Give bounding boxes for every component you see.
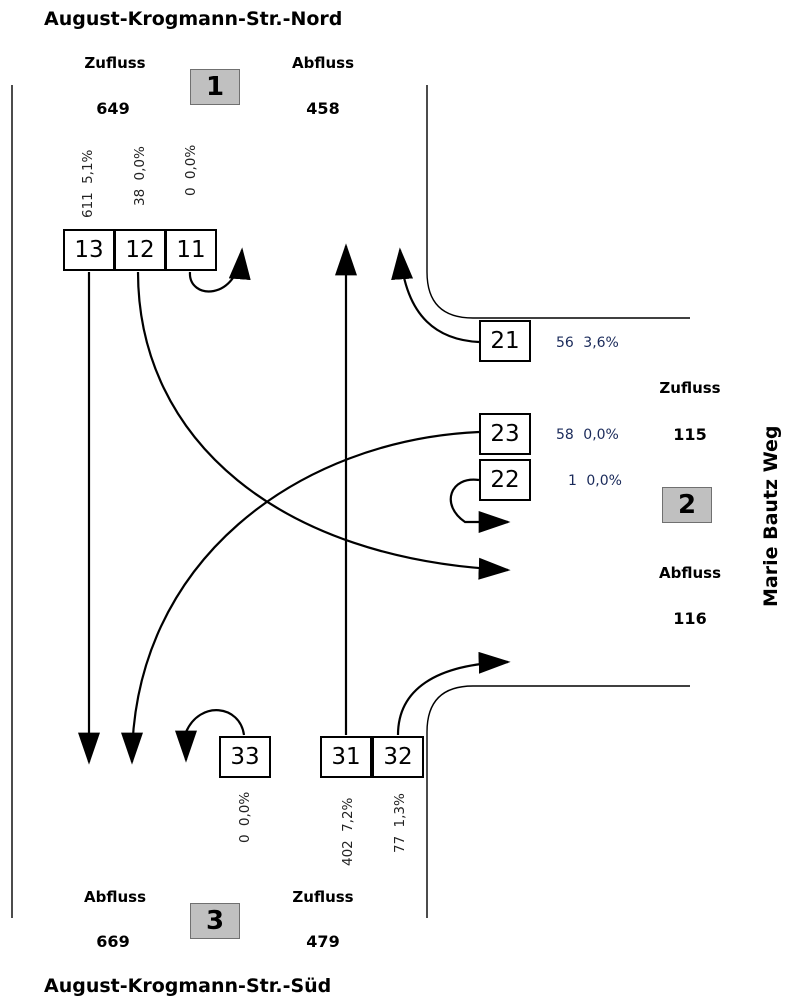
lane-13-count-value: 611 <box>80 192 96 218</box>
arrow-12-right-turn <box>136 271 511 580</box>
lane-31-pct-value: 7,2% <box>340 797 356 832</box>
leg-node-2: 2 <box>662 487 712 523</box>
zufluss-value-1: 649 <box>96 99 130 118</box>
lane-13-count: 611 5,1% <box>80 150 96 218</box>
lane-11-count: 0 0,0% <box>183 145 199 196</box>
lane-21-pct-value: 3,6% <box>583 335 619 351</box>
leg-node-1: 1 <box>190 69 240 105</box>
arrow-33-uturn <box>175 709 246 763</box>
arrow-11-uturn <box>188 247 251 293</box>
lane-12: 12 <box>114 229 166 271</box>
zufluss-label-2: Zufluss <box>659 379 721 397</box>
street-name-north: August-Krogmann-Str.-Nord <box>44 8 343 30</box>
lane-23-pct-value: 0,0% <box>583 427 619 443</box>
street-name-south: August-Krogmann-Str.-Süd <box>44 975 332 997</box>
lane-13: 13 <box>63 229 115 271</box>
abfluss-label-2: Abfluss <box>659 564 721 582</box>
abfluss-value-2: 116 <box>673 609 707 628</box>
lane-12-count-value: 38 <box>132 188 148 206</box>
arrow-21-left-turn <box>391 247 480 344</box>
lane-21: 21 <box>479 320 531 362</box>
leg-node-3: 3 <box>190 903 240 939</box>
lane-22-count: 1 0,0% <box>568 473 622 489</box>
lane-32-pct-value: 1,3% <box>392 793 408 828</box>
arrow-32-right-turn <box>396 651 511 736</box>
lane-22-count-value: 1 <box>568 473 577 489</box>
lane-32-count-value: 77 <box>392 835 408 853</box>
lane-31-count-value: 402 <box>340 840 356 866</box>
lane-23-count-value: 58 <box>556 427 574 443</box>
movement-arrows <box>78 243 511 765</box>
lane-32: 32 <box>372 736 424 778</box>
lane-12-count: 38 0,0% <box>132 146 148 206</box>
lane-12-pct-value: 0,0% <box>132 146 148 181</box>
zufluss-label-3: Zufluss <box>292 888 354 906</box>
lane-11: 11 <box>165 229 217 271</box>
lane-33: 33 <box>219 736 271 778</box>
lane-32-count: 77 1,3% <box>392 793 408 853</box>
lane-31: 31 <box>320 736 372 778</box>
abfluss-label-1: Abfluss <box>292 54 354 72</box>
arrow-22-uturn <box>449 478 511 533</box>
zufluss-value-2: 115 <box>673 425 707 444</box>
lane-23-count: 58 0,0% <box>556 427 619 443</box>
lane-21-count-value: 56 <box>556 335 574 351</box>
road-edges <box>11 85 690 918</box>
lane-33-count: 0 0,0% <box>237 792 253 843</box>
arrow-23-left-turn <box>121 430 480 765</box>
lane-31-count: 402 7,2% <box>340 798 356 866</box>
lane-22: 22 <box>479 459 531 501</box>
zufluss-value-3: 479 <box>306 932 340 951</box>
abfluss-value-1: 458 <box>306 99 340 118</box>
lane-22-pct-value: 0,0% <box>586 473 622 489</box>
lane-11-pct-value: 0,0% <box>183 144 199 180</box>
lane-13-pct-value: 5,1% <box>80 149 96 184</box>
abfluss-label-3: Abfluss <box>84 888 146 906</box>
lane-11-count-value: 0 <box>183 187 199 196</box>
lane-33-count-value: 0 <box>237 834 253 843</box>
lane-33-pct-value: 0,0% <box>237 791 253 827</box>
lane-21-count: 56 3,6% <box>556 335 619 351</box>
street-name-east: Marie Bautz Weg <box>760 425 782 607</box>
zufluss-label-1: Zufluss <box>84 54 146 72</box>
lane-23: 23 <box>479 413 531 455</box>
road-edge-north-east <box>426 85 690 319</box>
abfluss-value-3: 669 <box>96 932 130 951</box>
road-edge-south-east <box>426 685 690 918</box>
